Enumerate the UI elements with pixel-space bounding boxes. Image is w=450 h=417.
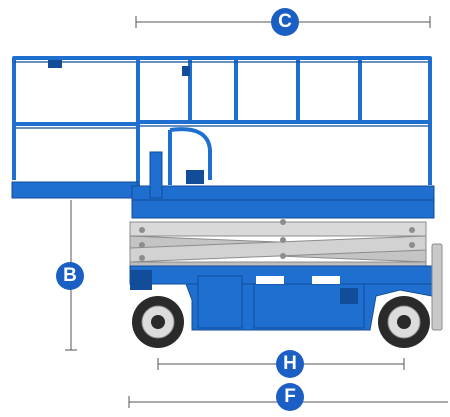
- platform-deck: [11, 151, 435, 219]
- guard-rails: [12, 56, 432, 190]
- chassis: [129, 265, 433, 331]
- rail-clamp: [182, 66, 190, 76]
- dimension-label-f: F: [276, 383, 304, 411]
- dimension-label-b: B: [56, 262, 84, 290]
- rear-wheel: [132, 296, 184, 348]
- pothole-guard: [431, 243, 443, 331]
- scissor-stack: [129, 221, 427, 267]
- scissor-pivots: [139, 219, 415, 261]
- front-wheel: [378, 296, 430, 348]
- dimension-label-c: C: [271, 8, 299, 36]
- rail-shading: [14, 61, 428, 129]
- dimension-label-h: H: [276, 350, 304, 378]
- rail-tag: [48, 60, 62, 68]
